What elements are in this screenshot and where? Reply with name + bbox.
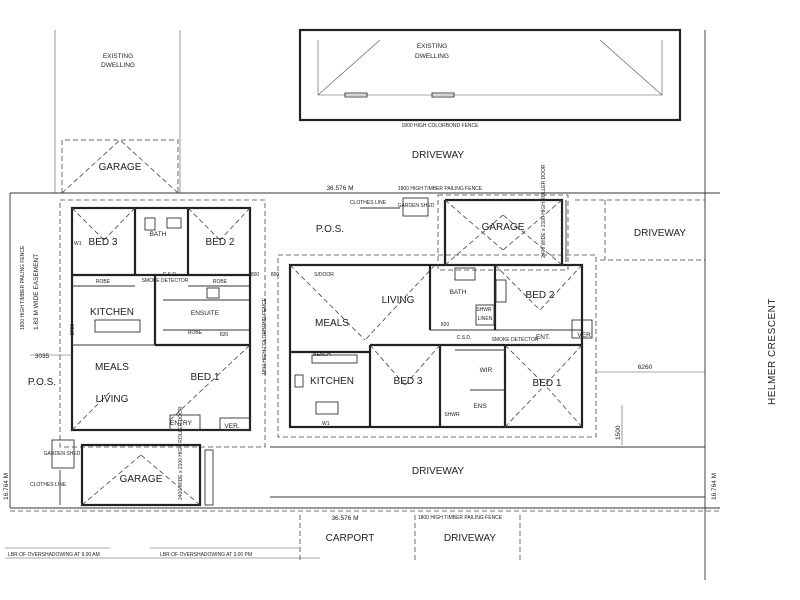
fence-side-left: 1800 HIGH TIMBER PAILING FENCE (20, 245, 26, 330)
site-boundary (5, 30, 720, 580)
fence-timber-bottom-label: 1800 HIGH TIMBER PAILING FENCE (418, 515, 503, 521)
csd-left: C.S.D. (163, 272, 178, 278)
dim-3035: 3035 (35, 353, 50, 360)
entry-label: ENTRY (170, 420, 193, 427)
bath-right-label: BATH (450, 289, 467, 296)
sdoor-label: S/DOOR (314, 272, 334, 278)
left-garage (51, 439, 214, 507)
bench-label: BENCH (313, 352, 331, 358)
existing-left-line2: DWELLING (101, 62, 135, 69)
shwr-right-2: SHWR (444, 412, 460, 418)
kitchen-left-label: KITCHEN (90, 307, 134, 318)
smoke-detector-right: SMOKE DETECTOR (492, 337, 539, 343)
boundary-top-dim: 36.576 M (326, 185, 353, 192)
robe-left-3: ROBE (188, 330, 203, 336)
existing-left-line1: EXISTING (103, 53, 133, 60)
driveway-bottom-label: DRIVEWAY (444, 533, 497, 544)
meals-left-label: MEALS (95, 362, 129, 373)
roller-door-right-label: 2400 WIDE x 2100 HIGH ROLLER DOOR (541, 164, 547, 258)
bed3-right-label: BED 3 (394, 376, 423, 387)
bath-left-label: BATH (150, 231, 167, 238)
dim-2720: 2720 (70, 324, 76, 335)
wall-mark-right: W1 (322, 421, 330, 427)
ver-right-label: VER. (577, 332, 592, 339)
bed2-right-label: BED 2 (526, 290, 555, 301)
smoke-detector-left: SMOKE DETECTOR (142, 278, 189, 284)
roller-door-left-label: 2400 WIDE x 2100 HIGH ROLLER DOOR (178, 406, 184, 500)
ensuite-label: ENSUITE (191, 310, 220, 317)
existing-dwelling-top (298, 28, 682, 122)
wir-label: WIR (480, 367, 493, 374)
kitchen-right-label: KITCHEN (310, 376, 354, 387)
carport-label: CARPORT (326, 533, 375, 544)
dim-800-right: 800 (271, 272, 280, 278)
existing-top-line1: EXISTING (417, 43, 447, 50)
bed1-right-label: BED 1 (533, 378, 562, 389)
dim-800-left: 800 (251, 272, 260, 278)
right-driveway-lines (270, 199, 705, 560)
robe-left-1: ROBE (96, 279, 111, 285)
linen-label: LINEN (478, 316, 493, 322)
living-right-label: LIVING (382, 295, 415, 306)
helmer-crescent-label: HELMER CRESCENT (767, 298, 778, 405)
garage-bottom-left-label: GARAGE (120, 474, 163, 485)
dim-820-left: 820 (220, 332, 229, 338)
boundary-bottom-dim: 36.576 M (331, 515, 358, 522)
clothes-line-top: CLOTHES LINE (350, 200, 387, 206)
existing-top-line2: DWELLING (415, 53, 449, 60)
garden-shed-top: GARDEN SHED (398, 203, 435, 209)
ens-label: ENS (473, 403, 487, 410)
ent-label: ENT. (536, 334, 550, 341)
existing-garage-left (61, 139, 179, 194)
bed1-left-label: BED 1 (191, 372, 220, 383)
right-dwelling (277, 254, 705, 445)
overshadow-9am-label: LBR OF OVERSHADOWING AT 9.00 AM (8, 552, 100, 558)
bed2-left-label: BED 2 (206, 237, 235, 248)
dim-1500: 1500 (615, 425, 622, 440)
driveway-mid-label: DRIVEWAY (412, 466, 465, 477)
garage-right-label: GARAGE (482, 222, 525, 233)
driveway-right-top-label: DRIVEWAY (634, 228, 687, 239)
csd-right: C.S.D. (457, 335, 472, 341)
living-left-label: LIVING (96, 394, 129, 405)
dim-820-right: 820 (441, 322, 450, 328)
fence-timber-top-label: 1800 HIGH TIMBER PAILING FENCE (398, 186, 483, 192)
meals-right-label: MEALS (315, 318, 349, 329)
pos-right-label: P.O.S. (316, 224, 344, 235)
easement-label: 1.83 M WIDE EASEMENT (33, 254, 40, 330)
right-garage (360, 194, 569, 271)
bed3-left-label: BED 3 (89, 237, 118, 248)
fence-side-mid: 1800 HIGH COLORBOND FENCE (262, 297, 268, 375)
driveway-top-label: DRIVEWAY (412, 150, 465, 161)
ver-left-label: VER. (224, 423, 239, 430)
left-dwelling (30, 199, 266, 448)
fence-top-label: 1800 HIGH COLORBOND FENCE (402, 123, 480, 129)
garage-top-left-label: GARAGE (99, 162, 142, 173)
overshadow-3pm-label: LBR OF OVERSHADOWING AT 3.00 PM (160, 552, 252, 558)
clothes-line-left: CLOTHES LINE (30, 482, 67, 488)
labels: EXISTING DWELLING EXISTING DWELLING 1800… (3, 43, 778, 558)
side-dim-left: 16.764 M (3, 473, 10, 500)
robe-left-2: ROBE (213, 279, 228, 285)
side-dim-right: 16.764 M (711, 473, 718, 500)
pos-left-label: P.O.S. (28, 377, 56, 388)
dim-6260: 6260 (638, 364, 653, 371)
shwr-right: SHWR (476, 307, 492, 313)
garden-shed-left: GARDEN SHED (44, 451, 81, 457)
wall-mark-left: W1 (74, 241, 82, 247)
